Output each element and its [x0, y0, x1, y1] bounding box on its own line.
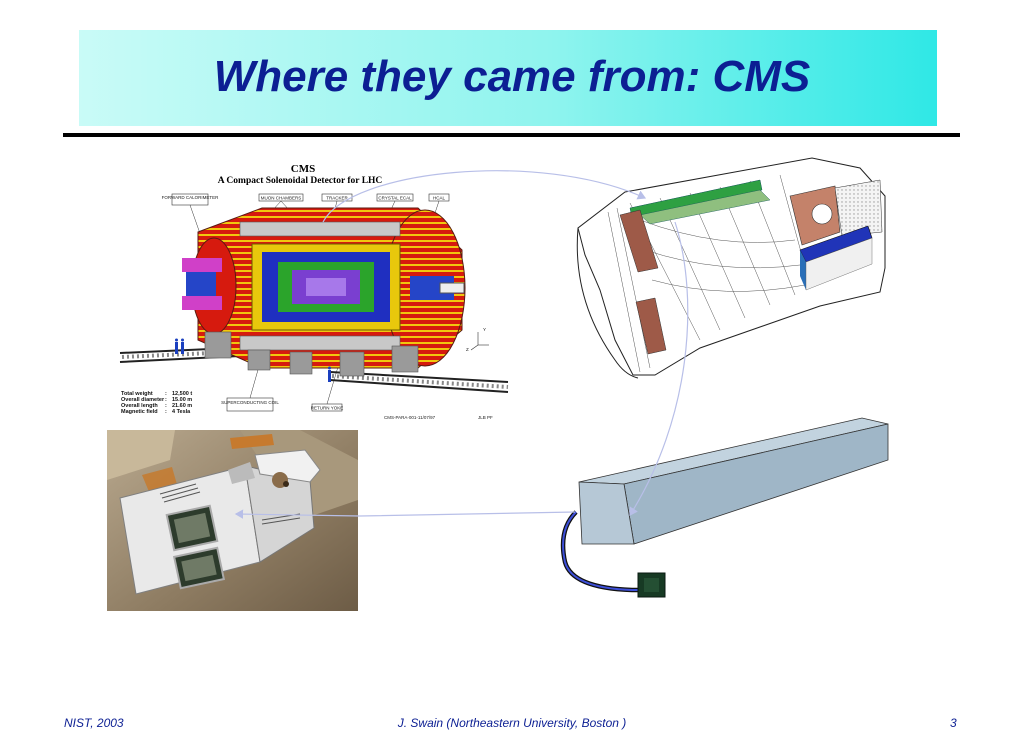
- footer-page-number: 3: [950, 716, 957, 730]
- svg-text:Z: Z: [466, 347, 469, 352]
- spec-key-diameter: Overall diameter: [121, 397, 165, 403]
- module-photo: [107, 430, 358, 611]
- ecal-cutaway-drawing: [576, 157, 886, 379]
- title-banner: [79, 30, 937, 126]
- svg-text::: :: [165, 391, 167, 397]
- spec-value-weight: 12,500 t: [172, 391, 192, 397]
- cms-heading: CMS: [291, 163, 315, 175]
- label-forward-calorimeter: FORWARD CALORIMETER: [162, 195, 220, 200]
- footer-left: NIST, 2003: [64, 716, 124, 730]
- label-tracker: TRACKER: [326, 196, 348, 201]
- svg-text::: :: [165, 397, 167, 403]
- label-muon-chambers: MUON CHAMBERS: [261, 196, 302, 201]
- connector-arrows: [234, 170, 689, 519]
- drawing-initials: JLB PF: [478, 415, 493, 420]
- cms-detector-drawing: CMS A Compact Solenoidal Detector for LH…: [118, 160, 511, 422]
- drawing-reference: CMS-PARA-001-11/07/97: [384, 415, 436, 420]
- cms-subheading: A Compact Solenoidal Detector for LHC: [218, 176, 383, 186]
- spec-value-diameter: 15.00 m: [172, 397, 192, 403]
- spec-key-field: Magnetic field: [121, 409, 158, 415]
- svg-text::: :: [165, 403, 167, 409]
- spec-value-field: 4 Tesla: [172, 409, 191, 415]
- label-hcal: HCAL: [433, 196, 446, 201]
- spec-key-weight: Total weight: [121, 391, 153, 397]
- crystal-bar-diagram: [560, 417, 889, 598]
- spec-value-length: 21.60 m: [172, 403, 192, 409]
- title-divider: [63, 133, 960, 137]
- label-return-yoke: RETURN YOKE: [311, 406, 343, 411]
- svg-text::: :: [165, 409, 167, 415]
- spec-key-length: Overall length: [121, 403, 158, 409]
- svg-text:Y: Y: [483, 327, 486, 332]
- label-superconducting-coil: SUPERCONDUCTING COIL: [221, 400, 279, 405]
- slide-title: Where they came from: CMS: [213, 52, 811, 101]
- footer-center: J. Swain (Northeastern University, Bosto…: [397, 716, 627, 730]
- label-crystal-ecal: CRYSTAL ECAL: [378, 196, 412, 201]
